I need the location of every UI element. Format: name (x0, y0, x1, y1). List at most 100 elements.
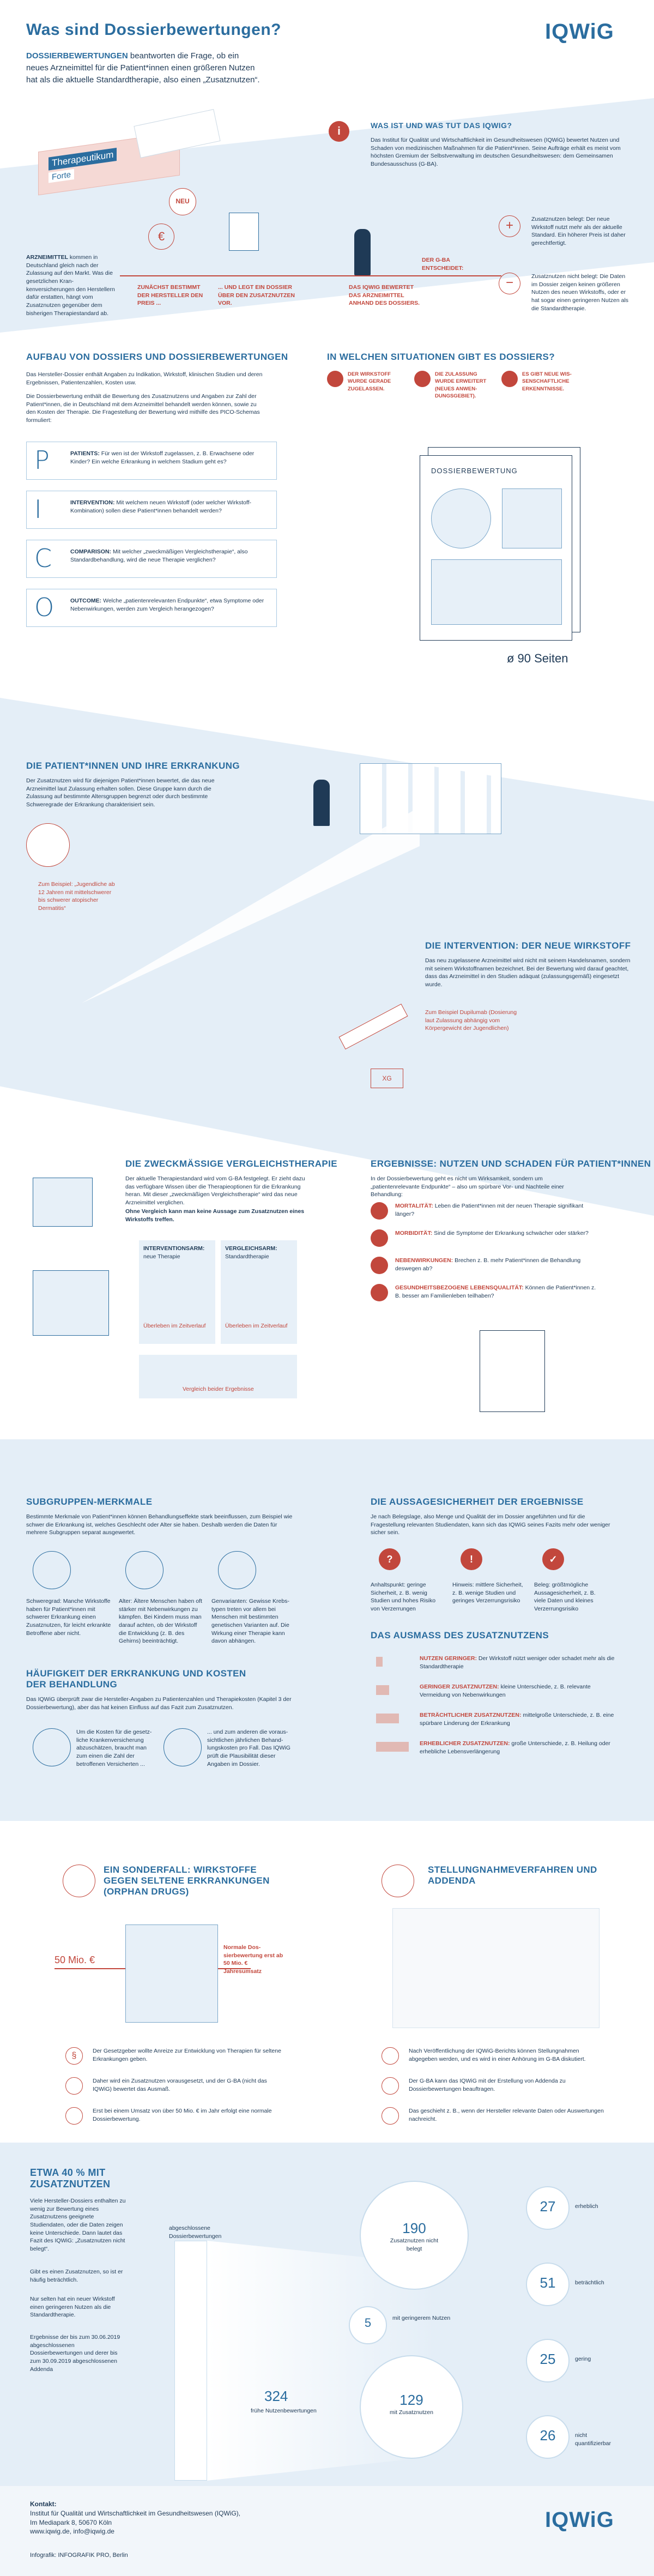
haeufigkeit-text: Das IQWiG überprüft zwar die Hersteller-… (26, 1696, 292, 1711)
orphan-item-3: Erst bei einem Umsatz von über 50 Mio. €… (93, 2108, 272, 2122)
pico-card-o: O OUTCOME: Welche „patientenrelevanten E… (26, 589, 277, 627)
ausmass-bar (376, 1657, 383, 1667)
stellungnahme-icon (382, 1865, 414, 1897)
ausmass-item: BETRÄCHTLICHER ZUSATZNUTZEN: mittelgroße… (420, 1712, 614, 1727)
proven-label: mit Zusatznutzen (390, 2409, 433, 2416)
arzneimittel-body: kommen in Deutschland gleich nach der Zu… (26, 254, 115, 317)
patient-text: Der Zusatznutzen wird für diejenigen Pat… (26, 777, 215, 809)
situation-icon-3 (501, 371, 518, 387)
pico-text-o: OUTCOME: Welche „patientenrelevanten End… (70, 598, 264, 612)
breakdown-value: 51 (540, 2275, 556, 2291)
stats-title: ETWA 40 % MIT ZUSATZNUTZEN (30, 2167, 111, 2189)
proven-value: 129 (399, 2392, 423, 2408)
pico-text-p: PATIENTS: Für wen ist der Wirkstoff zuge… (70, 450, 255, 465)
stellungnahme-icon-2 (382, 2077, 399, 2095)
flow-step2: ... UND LEGT EIN DOSSIER ÜBER DEN ZUSATZ… (218, 284, 295, 307)
orphan-icon-1: § (65, 2047, 83, 2065)
pico-letter-i: I (34, 494, 42, 524)
breakdown-label: erheblich (575, 2203, 598, 2210)
intro-text: DOSSIERBEWERTUNGEN beantworten die Frage… (26, 50, 261, 86)
arm2-caption: Überleben im Zeitverlauf (225, 1323, 288, 1329)
ergebnis-icon-3 (371, 1257, 388, 1274)
pico-letter-c: C (34, 544, 52, 573)
stats-text3: Nur selten hat ein neuer Wirk­stoff eine… (30, 2296, 115, 2319)
not-proven-value: 190 (402, 2220, 426, 2236)
pico-card-p: P PATIENTS: Für wen ist der Wirkstoff zu… (26, 442, 277, 480)
ausmass-title: DAS AUSMASS DES ZUSATZNUTZENS (371, 1630, 549, 1640)
orphan-icon (63, 1865, 95, 1897)
patient-figure (313, 780, 330, 826)
ergebnis-1: MORTALITÄT: Leben die Patient*innen mit … (395, 1203, 584, 1217)
certainty-icon-1: ? (379, 1548, 401, 1570)
haeufigkeit-title: HÄUFIGKEIT DER ERKRANKUNG UND KOSTEN DER… (26, 1668, 246, 1690)
arm-comparison: VERGLEICHSARM:Standardtherapie Überleben… (221, 1240, 297, 1344)
arm-intervention: INTERVENTIONSARM:neue Therapie Überleben… (139, 1240, 215, 1344)
stellungnahme-item-3: Das geschieht z. B., wenn der Hersteller… (409, 2108, 604, 2122)
ausmass-item: ERHEBLICHER ZUSATZNUTZEN: große Untersch… (420, 1740, 610, 1755)
breakdown-circle: 27 (526, 2186, 570, 2230)
footer-logo: IQWiG (545, 2508, 614, 2532)
proven-circle: 129 mit Zusatznutzen (360, 2355, 463, 2459)
total-bar (174, 2241, 207, 2481)
pico-text-c: COMPARISON: Mit welcher „zweckmäßigen Ve… (70, 548, 248, 563)
certainty-3: Beleg: größtmögliche Aussagesicherheit, … (534, 1582, 596, 1613)
subgruppen-title: SUBGRUPPEN-MERKMALE (26, 1497, 153, 1507)
new-badge: NEU (169, 188, 196, 215)
ausmass-bar (376, 1714, 399, 1723)
ergebnisse-text: In der Dossierbewertung geht es nicht um… (371, 1175, 564, 1198)
subgruppe-3: Genvarianten: Gewisse Krebs­typen treten… (211, 1598, 289, 1645)
subgruppen-text: Bestimmte Merkmale von Patient*innen kön… (26, 1513, 293, 1536)
orphan-item-2: Daher wird ein Zusatznutzen vorausgesetz… (93, 2078, 267, 2092)
pico-card-c: C COMPARISON: Mit welcher „zweckmäßigen … (26, 540, 277, 578)
orphan-icon-3 (65, 2107, 83, 2125)
bg-band-3 (0, 1439, 654, 1821)
footer-line3: www.iqwig.de, info@iqwig.de (30, 2527, 114, 2536)
patient-frame (33, 1270, 109, 1336)
ergebnis-3: NEBENWIRKUNGEN: Brechen z. B. mehr Patie… (395, 1257, 581, 1272)
person-figure (354, 229, 371, 275)
plus-text: Zusatznutzen belegt: Der neue Wirkstoff … (531, 216, 626, 247)
vergleich-bold: Ohne Vergleich kann man keine Aussage zu… (125, 1208, 305, 1223)
stellungnahme-item-1: Nach Veröffentlichung der IQWiG-Berichts… (409, 2048, 586, 2062)
lower-circle: 5 (349, 2306, 387, 2344)
haeufigkeit-item2: ... und zum anderen die voraus­sichtlich… (207, 1729, 290, 1767)
gene-icon (218, 1551, 256, 1589)
info-icon: i (329, 121, 349, 142)
orphan-title: EIN SONDERFALL: WIRKSTOFFE GEGEN SELTENE… (104, 1865, 270, 1897)
total-label: abgeschlossene Dossierbewertungen (169, 2225, 222, 2240)
money-icon (164, 1728, 202, 1766)
pico-text-i: INTERVENTION: Mit welchem neuen Wirkstof… (70, 499, 252, 514)
footer-credit: Infografik: INFOGRAFIK PRO, Berlin (30, 2552, 128, 2559)
aufbau-text1: Das Hersteller-Dossier enthält Angaben z… (26, 371, 263, 386)
gba-label: DER G-BA ENTSCHEIDET: (422, 257, 464, 272)
doc-title: DOSSIERBEWERTUNG (431, 467, 518, 475)
intervention-title: DIE INTERVENTION: DER NEUE WIRKSTOFF (425, 940, 631, 951)
minus-icon: − (499, 273, 520, 294)
aussagesicherheit-title: DIE AUSSAGESICHERHEIT DER ERGEBNISSE (371, 1497, 584, 1507)
situationen-title: IN WELCHEN SITUATIONEN GIBT ES DOSSIERS? (327, 352, 555, 362)
doc-chart-3 (431, 559, 562, 625)
iqwig-logo: IQWiG (545, 20, 614, 44)
stellungnahme-icon-1 (382, 2047, 399, 2065)
vergleich-text: Der aktuelle Therapiestandard wird vom G… (125, 1175, 305, 1206)
compare-caption: Vergleich beider Ergebnisse (183, 1386, 254, 1392)
intervention-example: Zum Beispiel Dupilumab (Dosie­rung laut … (425, 1009, 517, 1032)
orphan-icon-2 (65, 2077, 83, 2095)
patient-example: Zum Beispiel: „Jugendliche ab 12 Jahren … (38, 881, 115, 912)
compare-box: Vergleich beider Ergebnisse (139, 1355, 297, 1398)
people-icon (33, 1728, 71, 1766)
dossier-icon (229, 213, 259, 251)
breakdown-circle: 51 (526, 2263, 570, 2306)
box-label-2: Forte (49, 168, 75, 183)
picture-frames (360, 763, 501, 834)
minus-text: Zusatznutzen nicht belegt: Die Daten im … (531, 273, 629, 312)
doc-chart-1 (431, 488, 491, 548)
footer-contact: Kontakt: Institut für Qualität und Wirts… (30, 2500, 357, 2536)
arm1-title: INTERVENTIONSARM:neue Therapie (143, 1245, 205, 1260)
haeufigkeit-item1: Um die Kosten für die gesetz­liche Krank… (76, 1729, 152, 1767)
breakdown-circle: 26 (526, 2415, 570, 2459)
flow-step1: ZUNÄCHST BESTIMMT DER HERSTELLER DEN PRE… (137, 284, 203, 307)
breakdown-label: nicht quantifizierbar (575, 2432, 611, 2447)
lower-value: 5 (364, 2316, 372, 2330)
vergleich-title: DIE ZWECKMÄSSIGE VERGLEICHSTHERAPIE (125, 1159, 337, 1169)
